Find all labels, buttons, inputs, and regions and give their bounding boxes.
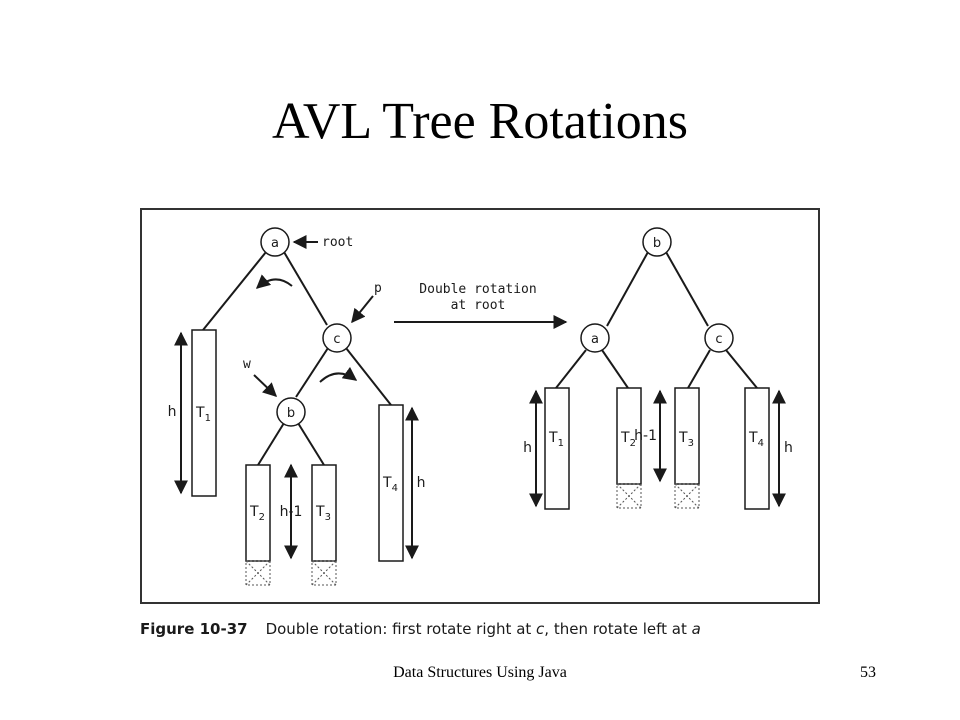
edge-a-t1-after [555,349,587,389]
edge-c-t4 [345,347,392,406]
node-label: a [271,236,279,251]
subtree-label-t4-before: T4 [382,475,398,494]
extra-level-box-t2-before [245,560,271,586]
p-pointer-arrow [351,295,374,324]
height-label-t1-after: h [523,440,532,456]
w-pointer-label: w [243,357,251,372]
height-label-t1-before: h [168,404,177,420]
subtree-t3-after [674,387,700,485]
node-label: b [653,236,661,251]
rotate-left-arrow-icon [255,274,293,289]
node-b-before [276,397,306,427]
figure-number: Figure 10-37 [140,620,248,638]
subtree-label-t3-after: T3 [678,430,694,449]
edge-c-t3-after [687,349,711,389]
node-c-before [322,323,352,353]
root-pointer-label: root [322,235,353,250]
node-a-after [580,323,610,353]
height-label-t23-after: h-1 [634,428,657,444]
node-a-before [260,227,290,257]
height-label-t4-after: h [784,440,793,456]
edge-a-c [283,251,328,326]
node-label: c [715,332,722,347]
height-label-t23-before: h-1 [280,504,303,520]
subtree-label-t2-after: T2 [620,430,636,449]
subtree-t1-after [544,387,570,510]
edge-a-t2-after [601,349,629,389]
subtree-t2-after [616,387,642,485]
rotate-right-arrow-icon [319,366,358,383]
subtree-label-t2-before: T2 [249,504,265,523]
edge-a-t1 [202,251,267,331]
height-label-t4-before: h [417,475,426,491]
w-pointer-arrow [253,374,278,397]
edge-b-t3 [297,422,325,466]
p-pointer-label: p [374,281,382,296]
subtree-label-t3-before: T3 [315,504,331,523]
edge-c-b [295,347,329,398]
figure-frame [140,208,820,604]
transform-label-line1: Double rotation [419,282,536,297]
caption-italic-2: a [691,620,701,638]
slide-title: AVL Tree Rotations [271,93,689,150]
edge-b-a-after [606,251,649,327]
node-label: c [333,332,340,347]
extra-level-box-t2-after [616,483,642,509]
subtree-t4-before [378,404,404,562]
subtree-label-t4-after: T4 [748,430,764,449]
subtree-label-t1-before: T1 [195,405,211,424]
node-b-after [642,227,672,257]
subtree-label-t1-after: T1 [548,430,564,449]
caption-text-1: Double rotation: first rotate right at [265,620,537,638]
footer-text: Data Structures Using Java [393,664,567,681]
caption-italic-1: c [536,620,545,638]
subtree-t1-before [191,329,217,497]
page-number: 53 [860,664,876,681]
node-label: a [591,332,599,347]
edge-c-t4-after [725,349,758,389]
caption-text-2: , then rotate left at [544,620,692,638]
edge-b-t2 [257,422,285,466]
subtree-t4-after [744,387,770,510]
subtree-t3-before [311,464,337,562]
figure-caption: Figure 10-37 Double rotation: first rotat… [140,620,701,638]
extra-level-box-t3-after [674,483,700,509]
node-c-after [704,323,734,353]
extra-level-box-t3-before [311,560,337,586]
edge-b-c-after [665,251,709,327]
transform-label-line2: at root [451,298,506,313]
node-label: b [287,406,295,421]
